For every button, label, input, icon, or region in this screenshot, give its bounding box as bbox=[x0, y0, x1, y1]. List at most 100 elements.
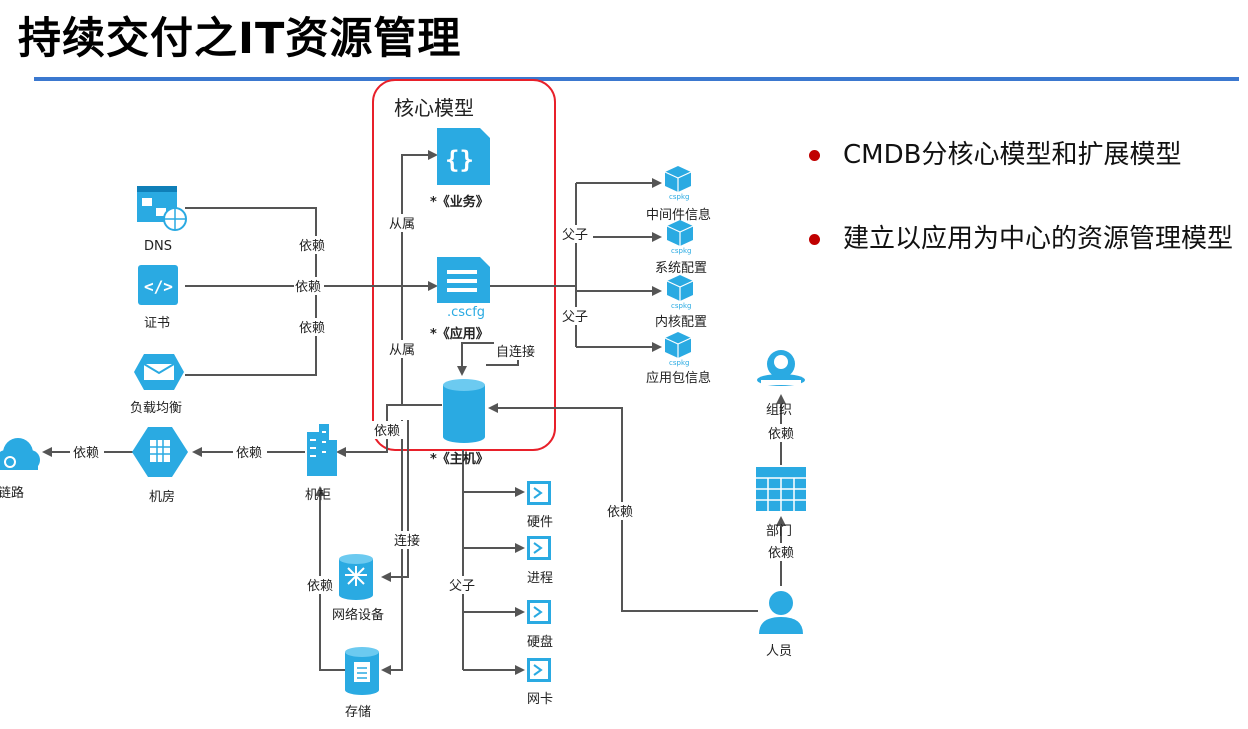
package-label: 应用包信息 bbox=[646, 370, 711, 386]
business-icon: {} bbox=[437, 128, 490, 185]
svg-text:</>: </> bbox=[144, 277, 173, 296]
app-file-icon bbox=[437, 257, 490, 303]
dns-label: DNS bbox=[144, 239, 172, 254]
title-rule bbox=[34, 77, 1239, 81]
cert-icon: </> bbox=[138, 265, 178, 305]
network-label: 网络设备 bbox=[332, 607, 384, 623]
svg-text:cspkg: cspkg bbox=[669, 193, 689, 201]
edge-label-depends-org: 依赖 bbox=[766, 424, 798, 442]
edge-label-self-connect: 自连接 bbox=[494, 342, 540, 360]
dns-icon bbox=[137, 186, 187, 231]
svg-text:cspkg: cspkg bbox=[671, 302, 691, 310]
edge-label-depends-idc: 依赖 bbox=[233, 443, 267, 461]
rack-label: 机柜 bbox=[305, 488, 331, 503]
storage-icon bbox=[345, 647, 379, 695]
cert-label: 证书 bbox=[144, 316, 170, 331]
edge-label-depends-2: 依赖 bbox=[294, 277, 324, 295]
bullet-item: CMDB分核心模型和扩展模型 bbox=[805, 140, 1235, 170]
bullet-text: CMDB分核心模型和扩展模型 bbox=[843, 140, 1182, 170]
svg-text:依赖: 依赖 bbox=[295, 280, 321, 295]
middleware-label: 中间件信息 bbox=[646, 207, 711, 223]
bullet-list: CMDB分核心模型和扩展模型 建立以应用为中心的资源管理模型 bbox=[805, 140, 1235, 308]
idc-icon bbox=[132, 427, 188, 477]
hardware-label: 硬件 bbox=[527, 515, 553, 530]
svg-text:{}: {} bbox=[445, 146, 474, 174]
svg-text:连接: 连接 bbox=[394, 533, 420, 549]
host-icon bbox=[443, 379, 485, 443]
svg-text:从属: 从属 bbox=[389, 217, 415, 232]
core-model-label: 核心模型 bbox=[394, 96, 474, 120]
idc-label: 机房 bbox=[149, 489, 175, 505]
bullet-dot bbox=[809, 150, 820, 161]
link-icon bbox=[0, 438, 40, 470]
kernel-icon: cspkg bbox=[666, 275, 694, 310]
svg-text:自连接: 自连接 bbox=[496, 344, 535, 360]
edge-label-depends-rack: 依赖 bbox=[372, 421, 404, 439]
hardware-icon bbox=[527, 481, 551, 505]
disk-label: 硬盘 bbox=[527, 634, 553, 650]
link-label: 链路 bbox=[0, 485, 24, 501]
svg-text:父子: 父子 bbox=[449, 579, 475, 594]
edge-host-storage bbox=[381, 420, 403, 675]
svg-text:从属: 从属 bbox=[389, 343, 415, 358]
host-label: *《主机》 bbox=[430, 451, 489, 467]
dept-icon bbox=[756, 467, 806, 511]
svg-text:依赖: 依赖 bbox=[73, 446, 99, 461]
package-icon: cspkg bbox=[664, 332, 692, 367]
edge-label-depends-network: 依赖 bbox=[305, 576, 337, 594]
rack-icon bbox=[307, 424, 337, 476]
bullet-item: 建立以应用为中心的资源管理模型 bbox=[805, 224, 1235, 254]
nic-icon bbox=[527, 658, 551, 682]
svg-text:依赖: 依赖 bbox=[299, 239, 325, 254]
network-icon bbox=[339, 554, 373, 600]
lb-label: 负载均衡 bbox=[130, 401, 182, 416]
svg-text:依赖: 依赖 bbox=[768, 427, 794, 442]
svg-text:依赖: 依赖 bbox=[374, 424, 400, 439]
edge-rack-depends bbox=[315, 486, 345, 671]
edge-label-parent-child-1: 父子 bbox=[561, 225, 593, 243]
edge-label-belongs-2: 从属 bbox=[387, 340, 419, 358]
process-label: 进程 bbox=[527, 571, 553, 586]
edge-label-belongs-1: 从属 bbox=[387, 214, 419, 232]
sysconfig-icon: cspkg bbox=[666, 220, 694, 255]
edge-belongs-business bbox=[401, 150, 438, 405]
dept-label: 部门 bbox=[766, 524, 792, 539]
storage-label: 存储 bbox=[345, 705, 371, 720]
svg-text:依赖: 依赖 bbox=[299, 321, 325, 336]
disk-icon bbox=[527, 600, 551, 624]
edge-label-depends-3: 依赖 bbox=[298, 318, 328, 336]
lb-icon bbox=[134, 354, 184, 390]
edge-label-depends-dept: 依赖 bbox=[766, 543, 798, 561]
svg-text:依赖: 依赖 bbox=[307, 579, 333, 594]
bullet-text: 建立以应用为中心的资源管理模型 bbox=[843, 224, 1234, 254]
business-label: *《业务》 bbox=[430, 194, 489, 210]
svg-text:依赖: 依赖 bbox=[607, 505, 633, 520]
process-icon bbox=[527, 536, 551, 560]
app-label: *《应用》 bbox=[430, 326, 489, 342]
slide-title: 持续交付之IT资源管理 bbox=[18, 14, 462, 64]
edge-label-depends-link: 依赖 bbox=[70, 443, 104, 461]
kernel-label: 内核配置 bbox=[655, 314, 707, 330]
sysconfig-label: 系统配置 bbox=[655, 261, 707, 276]
edge-host-network bbox=[381, 420, 409, 582]
svg-text:cspkg: cspkg bbox=[671, 247, 691, 255]
svg-text:依赖: 依赖 bbox=[768, 546, 794, 561]
person-icon bbox=[759, 591, 803, 634]
org-icon bbox=[757, 350, 805, 386]
svg-text:cspkg: cspkg bbox=[669, 359, 689, 367]
middleware-icon: cspkg bbox=[664, 166, 692, 201]
svg-text:父子: 父子 bbox=[562, 310, 588, 325]
app-file-ext: .cscfg bbox=[447, 305, 485, 320]
svg-text:依赖: 依赖 bbox=[236, 446, 262, 461]
org-label: 组织 bbox=[766, 403, 792, 418]
bullet-dot bbox=[809, 234, 820, 245]
edge-label-parent-child-3: 父子 bbox=[447, 576, 479, 594]
svg-text:父子: 父子 bbox=[562, 228, 588, 243]
edge-label-connect: 连接 bbox=[392, 531, 424, 549]
edge-label-parent-child-2: 父子 bbox=[561, 307, 593, 325]
nic-label: 网卡 bbox=[527, 692, 553, 707]
person-label: 人员 bbox=[766, 644, 792, 659]
edge-label-depends-1: 依赖 bbox=[298, 236, 328, 254]
edge-label-depends-person: 依赖 bbox=[605, 502, 637, 520]
